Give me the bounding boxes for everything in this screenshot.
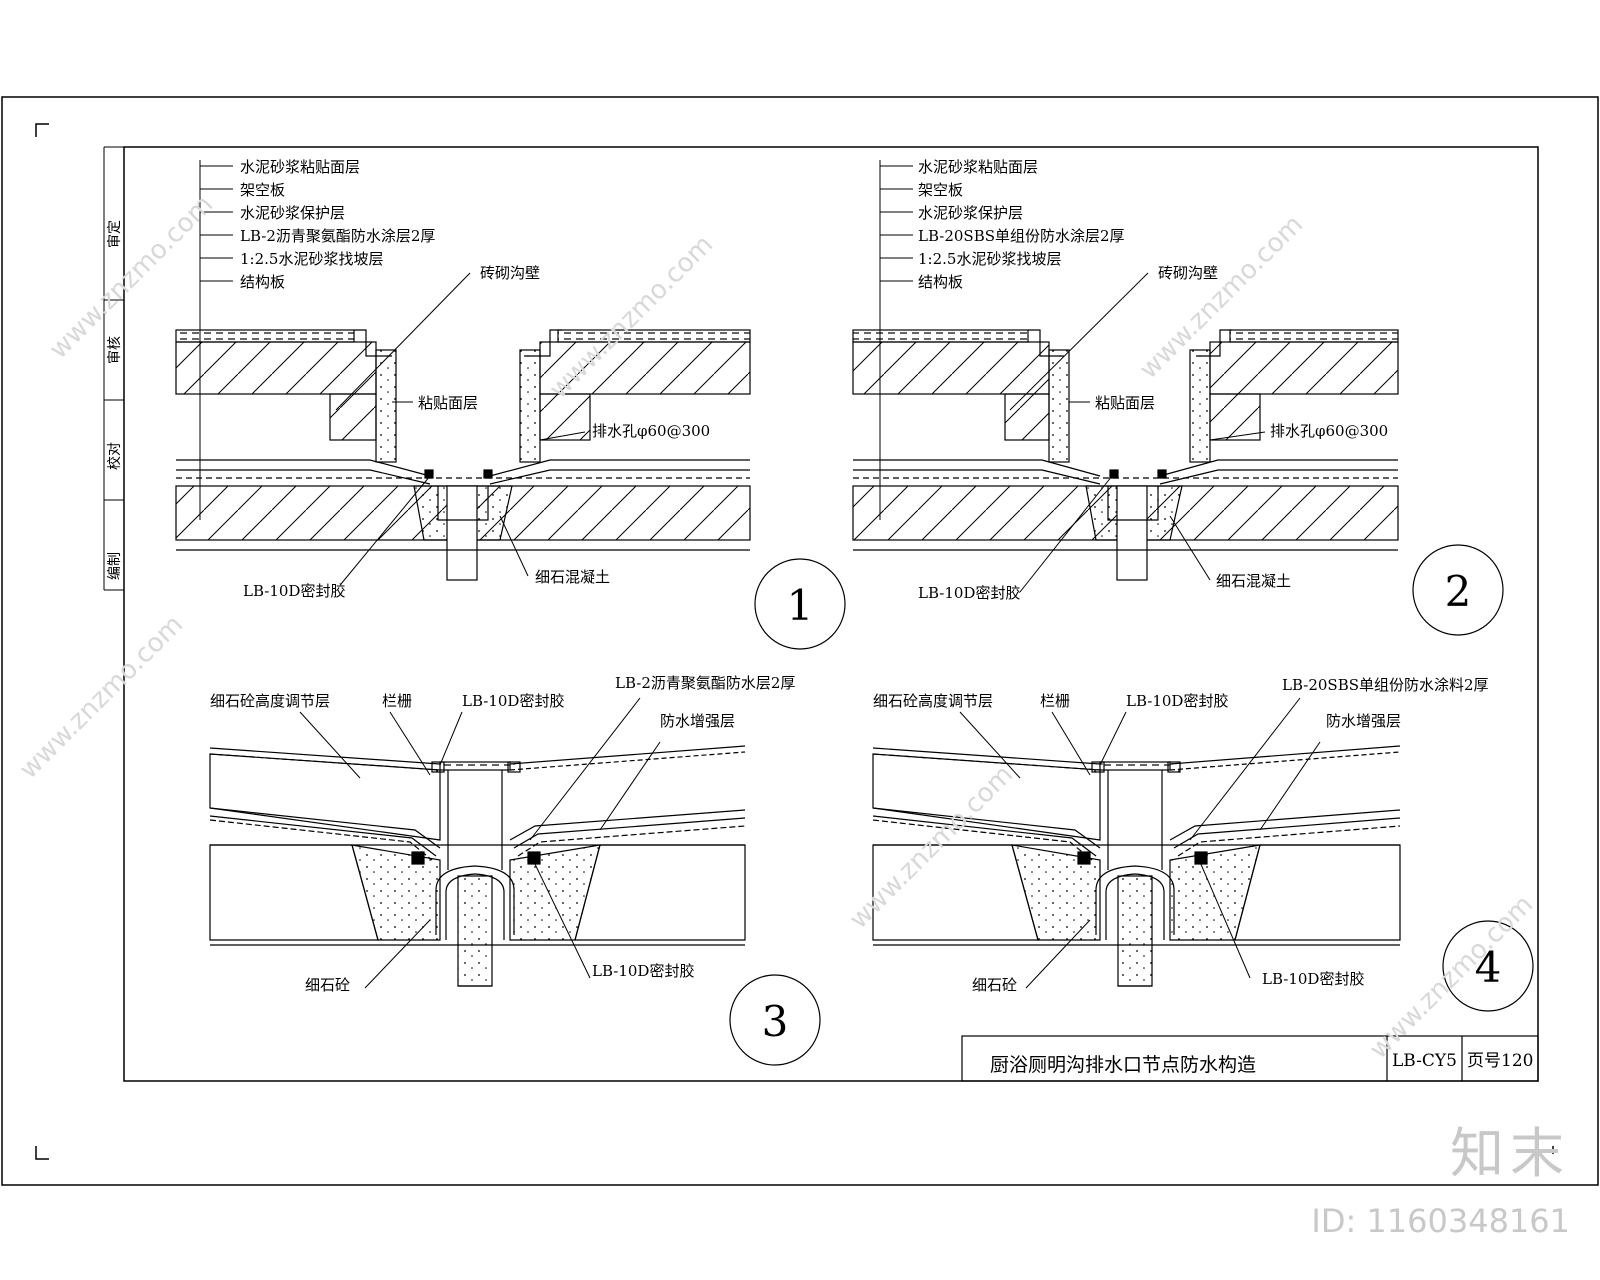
drawing-title: 厨浴厕明沟排水口节点防水构造: [990, 1054, 1256, 1076]
detail-number-circle: [1442, 920, 1534, 1012]
callout-leaders: [1009, 272, 1266, 593]
detail-number: 2: [1445, 567, 1472, 616]
label-sealant-bottom: LB-10D密封胶: [592, 962, 694, 980]
section-drawing: [175, 329, 751, 581]
layer-label: 结构板: [240, 273, 285, 291]
callout-concrete: 细石混凝土: [1216, 572, 1291, 590]
label-membrane: LB-2沥青聚氨酯防水层2厚: [615, 674, 795, 692]
detail-2: 水泥砂浆粘贴面层 架空板 水泥砂浆保护层 LB-20SBS单组份防水涂层2厚 1…: [852, 158, 1504, 636]
label-sealant-top: LB-10D密封胶: [1126, 692, 1228, 710]
side-label-draw: 编制: [107, 552, 123, 580]
detail-number: 1: [787, 581, 814, 630]
layer-label: 水泥砂浆保护层: [240, 204, 345, 222]
callout-leaders: [299, 697, 661, 989]
callout-sealant: LB-10D密封胶: [918, 584, 1020, 602]
detail-4: 细石砼高度调节层 栏栅 LB-10D密封胶 LB-20SBS单组份防水涂料2厚 …: [872, 676, 1534, 1012]
label-concrete: 细石砼: [305, 976, 350, 994]
callout-sealant: LB-10D密封胶: [243, 582, 345, 600]
layer-label: 1:2.5水泥砂浆找坡层: [918, 250, 1061, 268]
section-drawing: [872, 745, 1401, 987]
label-concrete: 细石砼: [972, 976, 1017, 994]
label-grate: 栏栅: [1040, 692, 1070, 710]
callout-leaders: [959, 697, 1321, 989]
layer-label: 水泥砂浆粘贴面层: [240, 158, 360, 176]
callout-facing: 粘贴面层: [1095, 394, 1155, 412]
detail-3: 细石砼高度调节层 栏栅 LB-10D密封胶 LB-2沥青聚氨酯防水层2厚 防水增…: [209, 674, 821, 1066]
layer-label: LB-2沥青聚氨酯防水涂层2厚: [240, 227, 435, 245]
detail-number: 3: [762, 997, 789, 1046]
crop-mark: [35, 123, 1554, 1160]
svg-text:www.znzmo.com: www.znzmo.com: [1364, 890, 1539, 1065]
inner-frame: [123, 146, 1539, 1082]
label-grate: 栏栅: [382, 692, 412, 710]
callout-drain-hole: 排水孔φ60@300: [1270, 422, 1388, 440]
callout-drain-hole: 排水孔φ60@300: [592, 422, 710, 440]
label-sealant-top: LB-10D密封胶: [462, 692, 564, 710]
label-reinforce: 防水增强层: [660, 712, 735, 730]
detail-number: 4: [1475, 943, 1502, 992]
svg-text:www.znzmo.com: www.znzmo.com: [14, 610, 189, 785]
callout-concrete: 细石混凝土: [535, 568, 610, 586]
layer-label: 结构板: [918, 273, 963, 291]
label-sealant-bottom: LB-10D密封胶: [1262, 970, 1364, 988]
drawing-code: LB-CY5: [1392, 1051, 1457, 1071]
layer-label: 水泥砂浆保护层: [918, 204, 1023, 222]
callout-facing: 粘贴面层: [418, 394, 478, 412]
detail-number-circle: [754, 558, 846, 650]
watermark-text: www.znzmo.com www.znzmo.com www.znzmo.co…: [14, 190, 1539, 1065]
callout-leaders: [335, 272, 586, 585]
svg-text:www.znzmo.com: www.znzmo.com: [844, 760, 1019, 935]
title-block: 厨浴厕明沟排水口节点防水构造 LB-CY5 页号120: [961, 1035, 1539, 1082]
detail-number-circle: [729, 974, 821, 1066]
label-membrane: LB-20SBS单组份防水涂料2厚: [1282, 676, 1489, 694]
layer-label: 架空板: [918, 181, 963, 199]
watermark-logo: 知末: [1450, 1122, 1570, 1185]
section-drawing: [209, 745, 746, 987]
label-adjust-layer: 细石砼高度调节层: [210, 692, 330, 710]
side-label-approve: 审定: [107, 220, 123, 248]
callout-trench-wall: 砖砌沟壁: [480, 264, 540, 282]
side-label-review: 审核: [107, 336, 123, 364]
page-number: 页号120: [1467, 1051, 1533, 1071]
watermark-id: ID: 1160348161: [1311, 1202, 1570, 1240]
section-drawing: [852, 329, 1399, 581]
layer-label: LB-20SBS单组份防水涂层2厚: [918, 227, 1125, 245]
label-adjust-layer: 细石砼高度调节层: [873, 692, 993, 710]
detail-1: 水泥砂浆粘贴面层 架空板 水泥砂浆保护层 LB-2沥青聚氨酯防水涂层2厚 1:2…: [175, 158, 846, 650]
callout-trench-wall: 砖砌沟壁: [1158, 264, 1218, 282]
label-reinforce: 防水增强层: [1326, 712, 1401, 730]
side-label-check: 校对: [106, 442, 123, 470]
detail-number-circle: [1412, 544, 1504, 636]
layer-label: 水泥砂浆粘贴面层: [918, 158, 1038, 176]
side-column: 审定 审核 校对 编制: [103, 146, 125, 591]
outer-frame: [1, 96, 1599, 1186]
layer-label: 1:2.5水泥砂浆找坡层: [240, 250, 383, 268]
layer-label: 架空板: [240, 181, 285, 199]
